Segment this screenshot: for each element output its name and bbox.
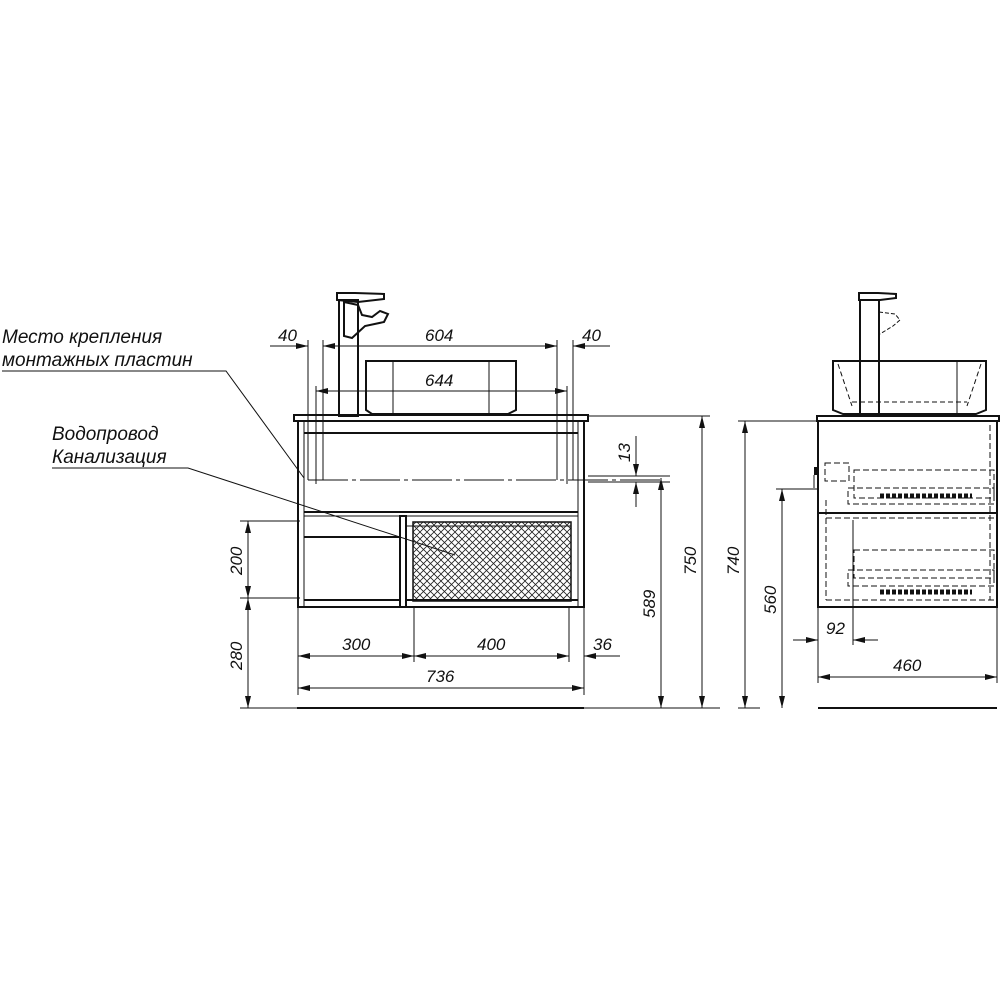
dim-pipe-offset: 92 [826,619,845,638]
note-mounting-line2: монтажных пластин [2,350,193,371]
side-view: 740 560 92 460 [724,292,1000,709]
dim-right-offset: 36 [593,635,612,654]
left-drawer [304,515,407,608]
dim-center-span: 604 [425,326,453,345]
dim-left-margin: 40 [278,326,297,345]
leader-line [52,467,456,556]
note-plumbing-line2: Канализация [52,447,167,468]
basin-side [832,360,987,415]
hidden-drawer-lines [824,425,995,601]
dim-drawer-width: 300 [342,635,371,654]
cabinet-body [297,420,585,608]
dim-plates-span: 644 [425,371,453,390]
dim-drawer-height: 200 [227,546,246,576]
dim-plate-height: 589 [640,589,659,618]
mesh-panel [406,521,578,602]
dim-total-width: 736 [426,667,455,686]
note-plumbing-line1: Водопровод [52,424,158,445]
dim-total-height: 750 [681,546,700,575]
dim-floor-clearance: 280 [227,641,246,671]
dim-depth: 460 [893,656,922,675]
leader-line [2,370,305,479]
dim-side-total-height: 740 [724,546,743,575]
dim-mesh-width: 400 [477,635,506,654]
note-mounting-line1: Место крепления [2,327,162,348]
faucet [336,292,390,417]
front-view: 40 604 40 644 13 589 750 200 280 300 400… [227,292,720,709]
note-plumbing: Водопровод Канализация [52,424,456,556]
dim-pipe-height: 560 [761,585,780,614]
pipe-connector [814,467,819,475]
faucet-side [858,292,901,417]
dim-right-margin: 40 [582,326,601,345]
drawer-slide-teeth [880,493,972,595]
note-mounting-plates: Место крепления монтажных пластин [2,327,305,479]
dim-plate-offset: 13 [615,443,634,462]
